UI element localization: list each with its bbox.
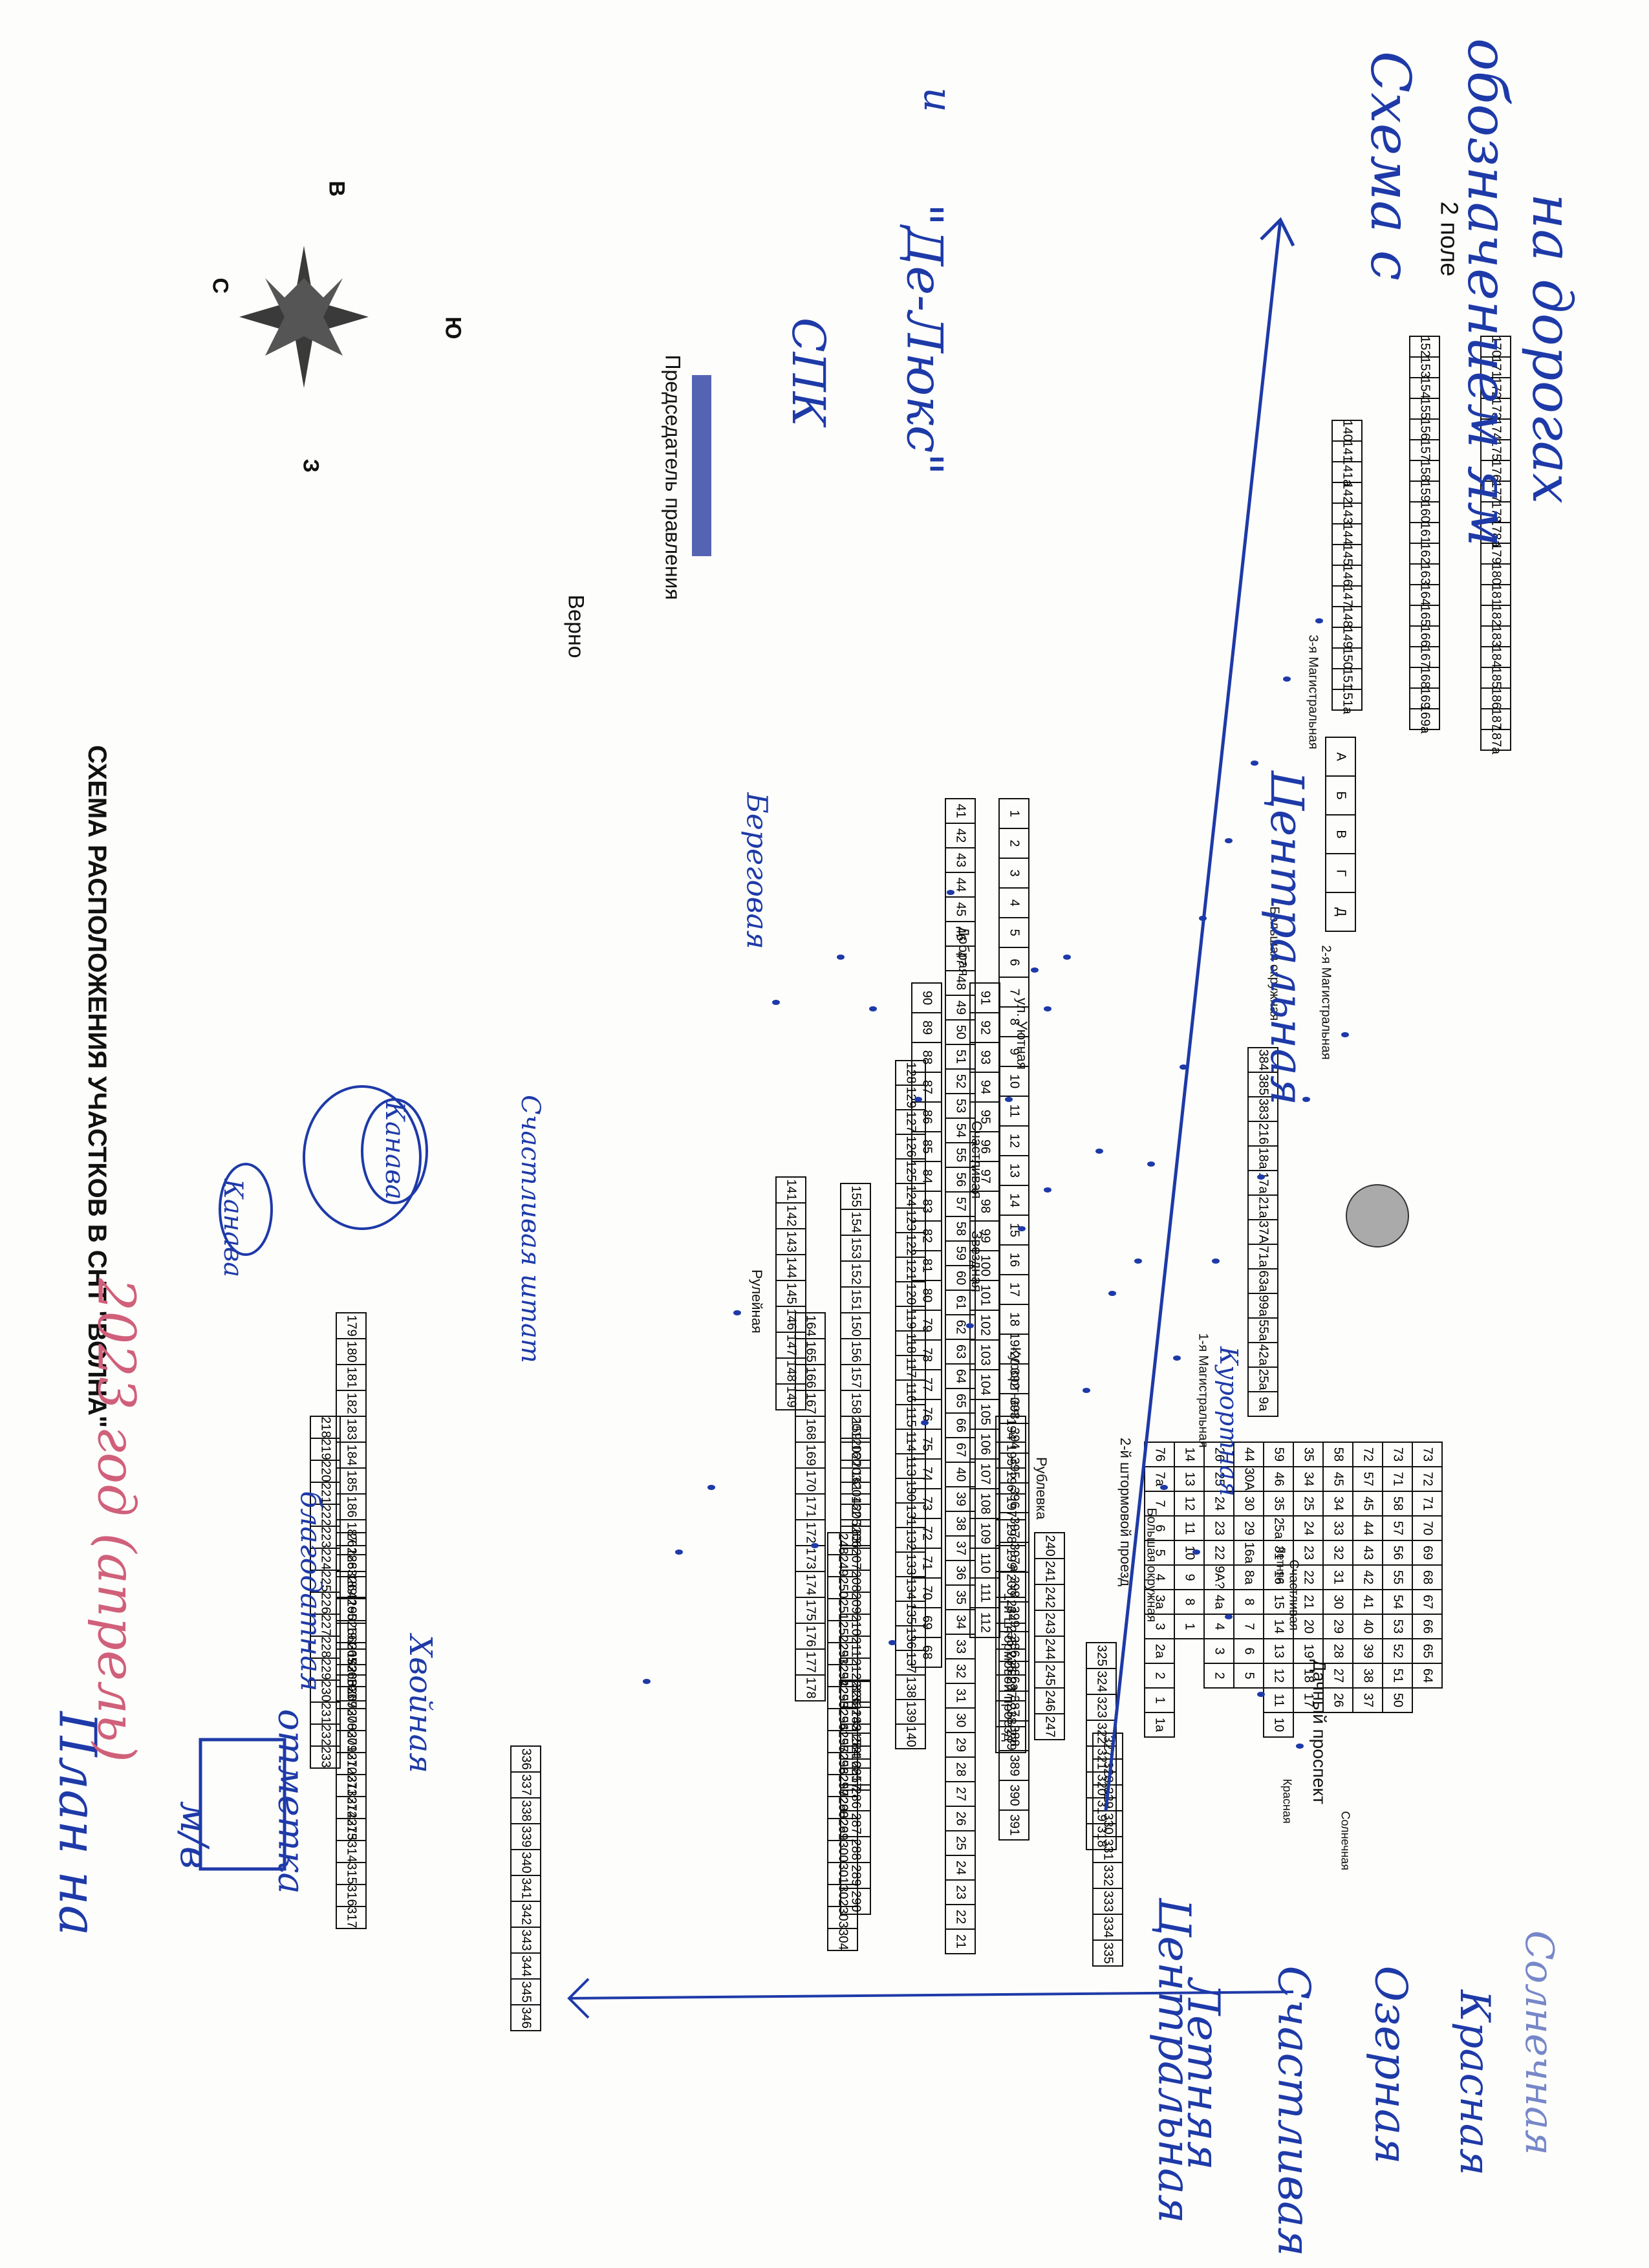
mb-box <box>199 1738 286 1871</box>
pothole-mark-14 <box>1192 1550 1200 1555</box>
pothole-mark-2 <box>1018 1226 1026 1231</box>
pothole-mark-8 <box>1199 916 1207 921</box>
pothole-mark-16 <box>1257 1692 1265 1697</box>
pothole-mark-35 <box>947 890 954 895</box>
pothole-mark-11 <box>1283 676 1291 682</box>
circle-kanava-3 <box>361 1098 428 1204</box>
pothole-mark-34 <box>914 1097 922 1102</box>
pothole-mark-17 <box>1296 1744 1304 1749</box>
pothole-mark-6 <box>1147 1161 1155 1167</box>
pothole-mark-0 <box>1031 967 1039 973</box>
pothole-mark-10 <box>1251 761 1258 766</box>
pothole-mark-30 <box>1302 1097 1310 1102</box>
pothole-mark-20 <box>889 1640 896 1645</box>
pothole-mark-19 <box>811 1543 819 1548</box>
pothole-mark-36 <box>772 1000 780 1005</box>
plot-c41-46: 21 <box>945 1928 976 1954</box>
plot-c164-14: 178 <box>795 1674 826 1701</box>
plot-c201b-15: 233 <box>310 1745 341 1769</box>
pothole-mark-25 <box>1095 1149 1103 1154</box>
pothole-mark-18 <box>733 1310 741 1315</box>
circle-kanava-1 <box>219 1163 273 1256</box>
plot-c326-8: 290 <box>840 1888 871 1915</box>
plot-c291b-12: 317 <box>336 1906 367 1929</box>
pothole-mark-29 <box>1257 1174 1265 1180</box>
pothole-mark-1 <box>1063 955 1071 960</box>
plot-c1b-16: 391 <box>998 1809 1029 1841</box>
pothole-mark-13 <box>1160 1485 1168 1490</box>
pothole-mark-24 <box>1044 1006 1051 1011</box>
pothole-mark-4 <box>1083 1388 1090 1393</box>
pothole-mark-28 <box>1212 1258 1220 1264</box>
pond-circle <box>1346 1184 1409 1247</box>
pothole-mark-3 <box>1044 1187 1051 1193</box>
pothole-mark-37 <box>643 1679 651 1684</box>
plot-c327-8: 335 <box>1092 1939 1123 1967</box>
plot-c91b-22: 68 <box>911 1637 942 1668</box>
pothole-mark-26 <box>1134 1258 1142 1264</box>
pothole-mark-22 <box>966 1323 974 1328</box>
pothole-mark-33 <box>869 1006 877 1011</box>
plot-c194-12: 239 <box>995 1726 1026 1753</box>
pothole-mark-38 <box>675 1550 683 1555</box>
central-road-arrow <box>1104 219 1282 1811</box>
plot-c291-13: 304 <box>827 1928 858 1951</box>
chairman-stamp <box>692 375 711 556</box>
pothole-mark-31 <box>1341 1032 1349 1037</box>
pothole-mark-21 <box>921 1420 929 1425</box>
pothole-mark-39 <box>707 1485 715 1490</box>
pothole-mark-12 <box>1315 618 1323 623</box>
pothole-mark-5 <box>1108 1291 1116 1296</box>
plot-c336-10: 346 <box>510 2004 541 2031</box>
plot-strip_e-11: 10 <box>1263 1712 1294 1738</box>
plot-c128-27: 140 <box>895 1723 926 1749</box>
pothole-mark-27 <box>1173 1355 1181 1361</box>
pothole-mark-7 <box>1180 1064 1187 1070</box>
dachny-arrow <box>568 1991 1294 2000</box>
pothole-mark-32 <box>837 955 845 960</box>
plot-strip_a-11: 1a <box>1144 1712 1175 1738</box>
compass-rose-icon <box>239 246 369 388</box>
pothole-mark-9 <box>1225 838 1233 843</box>
plot-c240-7: 247 <box>1034 1713 1065 1740</box>
pothole-mark-23 <box>1005 1097 1013 1102</box>
pothole-mark-15 <box>1225 1614 1233 1619</box>
